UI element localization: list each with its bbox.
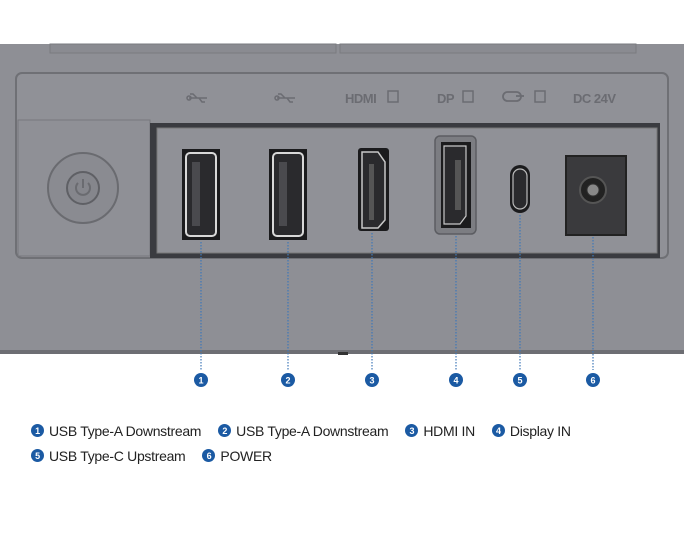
legend-label: Display IN — [509, 422, 571, 439]
usb-c-icon — [502, 91, 524, 102]
top-panel-right — [339, 43, 637, 54]
legend-item: 2 USB Type-A Downstream — [218, 422, 389, 439]
dc-power-port[interactable] — [565, 155, 627, 236]
callout-number: 6 — [590, 376, 595, 386]
callout-number: 1 — [198, 376, 203, 386]
monitor-port-diagram: HDMI DP DC 24V 1 2 3 4 5 6 — [0, 43, 684, 387]
callout-badge: 6 — [202, 449, 216, 462]
legend-label: POWER — [220, 447, 272, 464]
callout-circle — [194, 373, 208, 387]
usb-icon — [186, 93, 207, 103]
callout-number: 2 — [285, 376, 290, 386]
input-icon — [387, 90, 399, 103]
legend-label: USB Type-A Downstream — [49, 422, 202, 439]
displayport-port[interactable] — [434, 135, 477, 235]
legend-item: 1 USB Type-A Downstream — [31, 423, 201, 439]
legend-row: 1 USB Type-A Downstream 2 USB Type-A Downst… — [31, 418, 671, 443]
top-panel-left — [49, 43, 337, 54]
callout-circle — [586, 373, 600, 387]
callout-number: 4 — [453, 376, 458, 386]
callout-circle — [513, 373, 527, 387]
bottom-notch — [338, 352, 348, 355]
power-icon — [75, 179, 91, 196]
power-button[interactable] — [47, 152, 119, 224]
callout-circle — [449, 373, 463, 387]
port-legend: 1 USB Type-A Downstream 2 USB Type-A Downst… — [31, 418, 671, 468]
callout-badge: 4 — [491, 424, 505, 437]
callout-number: 3 — [369, 376, 374, 386]
callout-badge: 3 — [405, 424, 419, 437]
callout-badge: 5 — [31, 449, 44, 462]
legend-label: HDMI IN — [423, 422, 475, 439]
callout-badge: 1 — [31, 424, 44, 437]
callout-group: 1 2 3 4 5 6 — [194, 215, 600, 387]
usb-a-port-2[interactable] — [269, 149, 307, 240]
legend-item: 6 POWER — [202, 447, 272, 464]
callout-number: 5 — [517, 376, 522, 386]
legend-row: 5 USB Type-C Upstream 6 POWER — [31, 443, 671, 468]
usb-icon — [274, 93, 295, 103]
legend-item: 3 HDMI IN — [405, 423, 475, 439]
legend-item: 5 USB Type-C Upstream — [31, 447, 186, 464]
dc-port-label: DC 24V — [573, 91, 616, 106]
legend-item: 4 Display IN — [491, 422, 571, 439]
dp-port-label: DP — [437, 91, 455, 106]
input-icon — [462, 90, 474, 103]
usb-a-port-1[interactable] — [182, 149, 220, 240]
callout-badge: 2 — [218, 424, 232, 437]
hdmi-port[interactable] — [358, 148, 389, 231]
legend-label: USB Type-A Downstream — [236, 422, 389, 439]
callout-circle — [365, 373, 379, 387]
callout-circle — [281, 373, 295, 387]
hdmi-port-label: HDMI — [345, 91, 376, 106]
usb-c-port[interactable] — [510, 165, 530, 213]
input-icon — [534, 90, 546, 103]
legend-label: USB Type-C Upstream — [49, 447, 186, 464]
